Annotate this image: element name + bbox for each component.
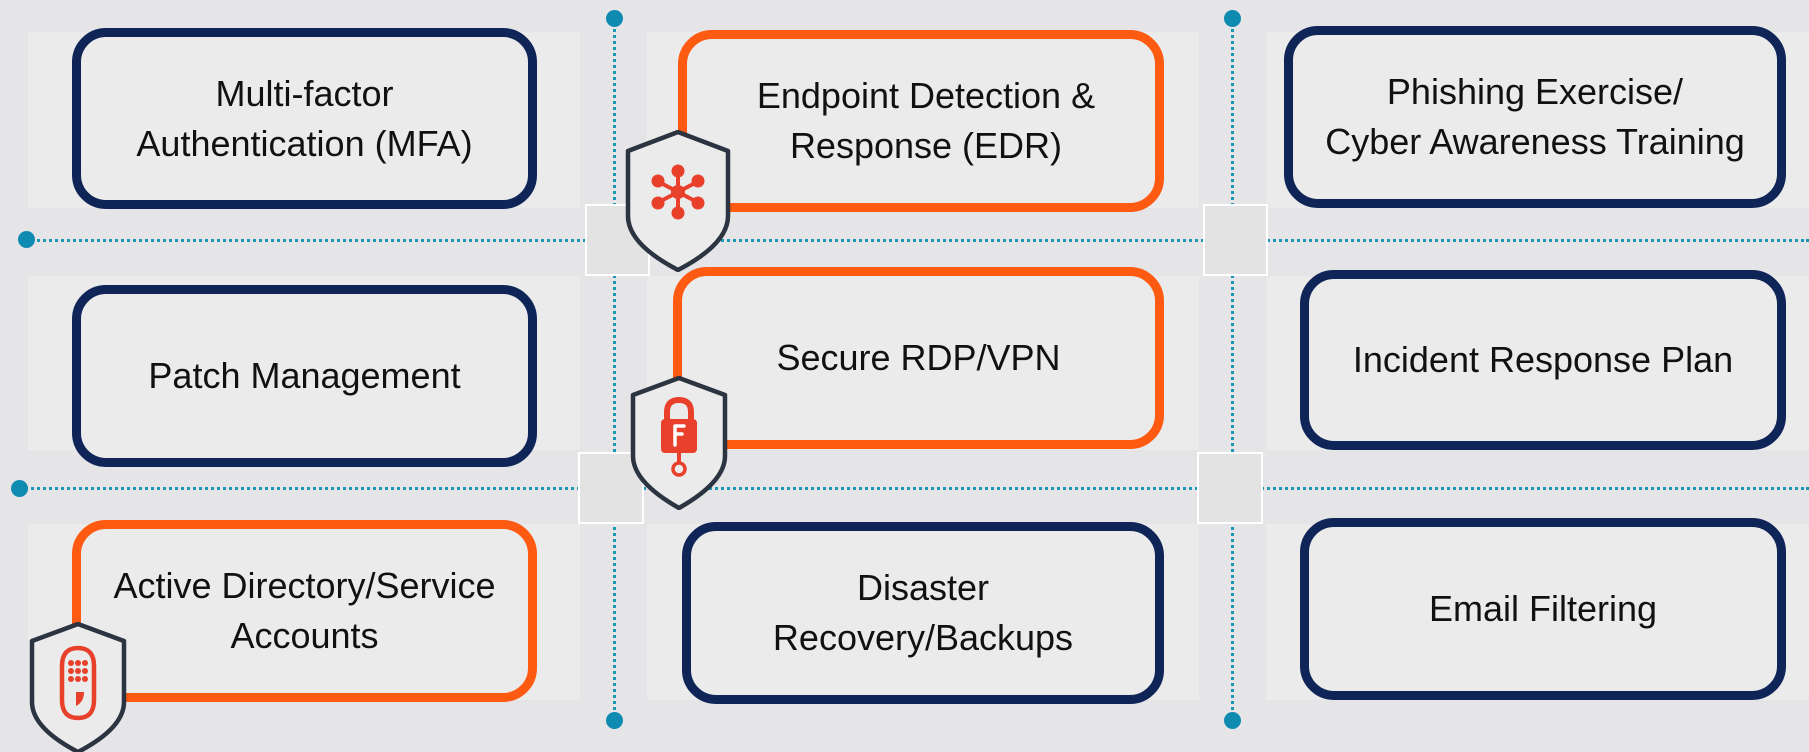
control-card-mfa: Multi-factor Authentication (MFA) (72, 28, 537, 209)
control-label: Endpoint Detection & Response (EDR) (756, 75, 1096, 166)
vertical-connector (1231, 18, 1234, 722)
connector-dot (18, 231, 35, 248)
padlock-key-icon (629, 376, 729, 510)
control-label: Phishing Exercise/ Cyber Awareness Train… (1325, 71, 1745, 162)
vertical-connector (613, 18, 616, 722)
connector-dot (1224, 712, 1241, 729)
control-label: Incident Response Plan (1352, 339, 1734, 380)
horizontal-connector (20, 487, 1809, 490)
control-card-patch-management: Patch Management (72, 285, 537, 467)
control-card-secure-rdp-vpn: Secure RDP/VPN (673, 267, 1164, 449)
keypad-badge-icon (28, 622, 128, 752)
intersection-square (1203, 204, 1268, 276)
control-label: Patch Management (148, 355, 461, 396)
connector-dot (606, 10, 623, 27)
control-card-edr: Endpoint Detection & Response (EDR) (678, 30, 1164, 212)
control-card-active-directory: Active Directory/Service Accounts (72, 520, 537, 702)
control-card-disaster-recovery: Disaster Recovery/Backups (682, 522, 1164, 704)
connector-dot (11, 480, 28, 497)
network-hub-icon (624, 130, 732, 272)
intersection-square (1197, 452, 1263, 524)
control-card-phishing-training: Phishing Exercise/ Cyber Awareness Train… (1284, 26, 1786, 208)
connector-dot (1224, 10, 1241, 27)
control-card-incident-response: Incident Response Plan (1300, 270, 1786, 450)
control-label: Disaster Recovery/Backups (772, 567, 1074, 658)
horizontal-connector (26, 239, 1809, 242)
control-label: Email Filtering (1428, 588, 1658, 629)
control-label: Multi-factor Authentication (MFA) (136, 72, 473, 164)
control-label: Secure RDP/VPN (776, 337, 1061, 378)
control-label: Active Directory/Service Accounts (113, 565, 496, 656)
connector-dot (606, 712, 623, 729)
control-card-email-filtering: Email Filtering (1300, 518, 1786, 700)
